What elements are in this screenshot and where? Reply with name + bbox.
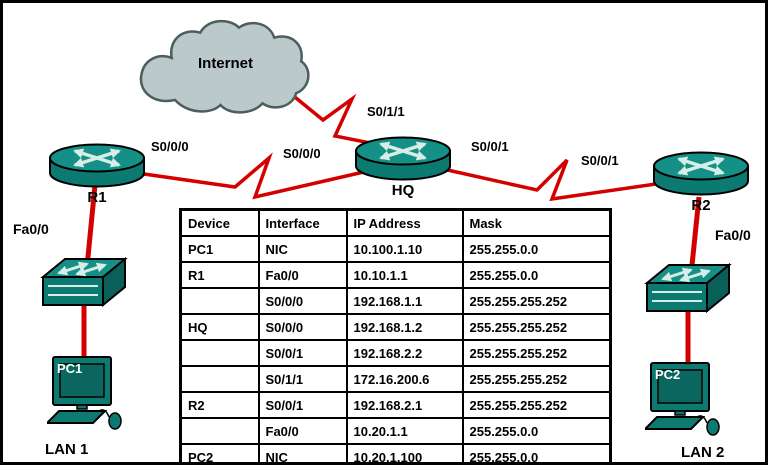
- cell-mask: 255.255.255.252: [461, 391, 612, 419]
- table-row: PC1 NIC 10.100.1.10 255.255.0.0: [179, 235, 612, 263]
- switch-icon: [644, 262, 732, 314]
- iface-label-hq-s001: S0/0/1: [471, 139, 509, 154]
- cell-ip: 10.20.1.1: [345, 417, 464, 445]
- cell-interface: S0/0/0: [257, 313, 348, 341]
- switch-icon: [40, 256, 128, 308]
- col-header-device: Device: [179, 208, 260, 237]
- router-icon: [355, 136, 451, 181]
- cell-ip: 10.100.1.10: [345, 235, 464, 263]
- switch-2: [643, 259, 733, 321]
- serial-link-internet-hq: [283, 87, 396, 150]
- cell-device: PC2: [179, 443, 260, 462]
- cell-mask: 255.255.255.252: [461, 313, 612, 341]
- cell-device: R1: [179, 261, 260, 289]
- switch-ports-icon: [652, 291, 702, 302]
- pc1-label: PC1: [57, 361, 83, 376]
- cell-device: HQ: [179, 313, 260, 341]
- cell-interface: S0/0/0: [257, 287, 348, 315]
- iface-label-r2-s001: S0/0/1: [581, 153, 619, 168]
- cell-device: [179, 339, 260, 367]
- cell-device: [179, 417, 260, 445]
- cell-interface: NIC: [257, 235, 348, 263]
- cell-mask: 255.255.0.0: [461, 443, 612, 462]
- router-r2: R2: [651, 151, 751, 214]
- internet-label: Internet: [197, 55, 253, 72]
- cell-ip: 10.10.1.1: [345, 261, 464, 289]
- cell-device: [179, 287, 260, 315]
- lan2-label: LAN 2: [681, 444, 725, 461]
- cell-device: [179, 365, 260, 393]
- router-arrows-icon: [677, 156, 725, 176]
- table-header-row: Device Interface IP Address Mask: [179, 208, 612, 237]
- table-row: S0/0/0 192.168.1.1 255.255.255.252: [179, 287, 612, 315]
- switch-1: [39, 253, 129, 315]
- serial-link-hq-r2: [442, 158, 664, 202]
- col-header-mask: Mask: [461, 208, 612, 237]
- cell-ip: 192.168.2.1: [345, 391, 464, 419]
- cloud-icon: [139, 19, 310, 114]
- cell-interface: S0/1/1: [257, 365, 348, 393]
- table-row: PC2 NIC 10.20.1.100 255.255.0.0: [179, 443, 612, 462]
- serial-link-r1-hq: [122, 152, 369, 200]
- router-hq-label: HQ: [391, 182, 415, 199]
- iface-label-r1-fa00: Fa0/0: [13, 221, 49, 237]
- router-arrows-icon: [379, 141, 427, 161]
- iface-label-r2-fa00: Fa0/0: [715, 227, 751, 243]
- pc-icon: [642, 362, 720, 436]
- router-r2-label: R2: [691, 197, 711, 214]
- table-row: Fa0/0 10.20.1.1 255.255.0.0: [179, 417, 612, 445]
- cell-ip: 192.168.2.2: [345, 339, 464, 367]
- pc-icon: [44, 356, 122, 430]
- router-icon: [653, 151, 749, 196]
- cell-interface: Fa0/0: [257, 261, 348, 289]
- router-icon: [49, 143, 145, 188]
- table-row: S0/1/1 172.16.200.6 255.255.255.252: [179, 365, 612, 393]
- cell-interface: Fa0/0: [257, 417, 348, 445]
- table-row: R1 Fa0/0 10.10.1.1 255.255.0.0: [179, 261, 612, 289]
- links-layer: [81, 87, 702, 381]
- addressing-table: Device Interface IP Address Mask PC1 NIC…: [179, 208, 612, 462]
- cell-interface: NIC: [257, 443, 348, 462]
- cell-ip: 192.168.1.1: [345, 287, 464, 315]
- iface-label-hq-s011: S0/1/1: [367, 104, 405, 119]
- router-arrows-icon: [73, 148, 121, 168]
- col-header-ip: IP Address: [345, 208, 464, 237]
- switch-arrows-icon: [57, 261, 107, 277]
- router-r1-label: R1: [87, 189, 107, 206]
- table-row: R2 S0/0/1 192.168.2.1 255.255.255.252: [179, 391, 612, 419]
- table-row: S0/0/1 192.168.2.2 255.255.255.252: [179, 339, 612, 367]
- router-hq: HQ: [353, 136, 453, 199]
- cell-mask: 255.255.255.252: [461, 339, 612, 367]
- lan1-label: LAN 1: [45, 441, 89, 458]
- cell-mask: 255.255.0.0: [461, 417, 612, 445]
- table-row: HQ S0/0/0 192.168.1.2 255.255.255.252: [179, 313, 612, 341]
- cell-ip: 192.168.1.2: [345, 313, 464, 341]
- switch-arrows-icon: [661, 267, 711, 283]
- col-header-interface: Interface: [257, 208, 348, 237]
- pc-2: PC2: [642, 361, 725, 446]
- iface-label-r1-s000: S0/0/0: [151, 139, 189, 154]
- cell-mask: 255.255.255.252: [461, 365, 612, 393]
- cell-mask: 255.255.0.0: [461, 235, 612, 263]
- iface-label-hq-s000: S0/0/0: [283, 146, 321, 161]
- cell-interface: S0/0/1: [257, 339, 348, 367]
- cell-mask: 255.255.0.0: [461, 261, 612, 289]
- switch-ports-icon: [48, 285, 98, 296]
- cell-mask: 255.255.255.252: [461, 287, 612, 315]
- lan-link-r2-switch2: [688, 196, 702, 276]
- pc-1: PC1: [44, 355, 127, 440]
- cell-interface: S0/0/1: [257, 391, 348, 419]
- cell-device: R2: [179, 391, 260, 419]
- cell-device: PC1: [179, 235, 260, 263]
- cell-ip: 172.16.200.6: [345, 365, 464, 393]
- pc2-label: PC2: [655, 367, 681, 382]
- router-r1: R1: [47, 143, 147, 206]
- cell-ip: 10.20.1.100: [345, 443, 464, 462]
- lan-link-r1-switch1: [84, 184, 98, 268]
- internet-cloud: Internet: [133, 13, 318, 128]
